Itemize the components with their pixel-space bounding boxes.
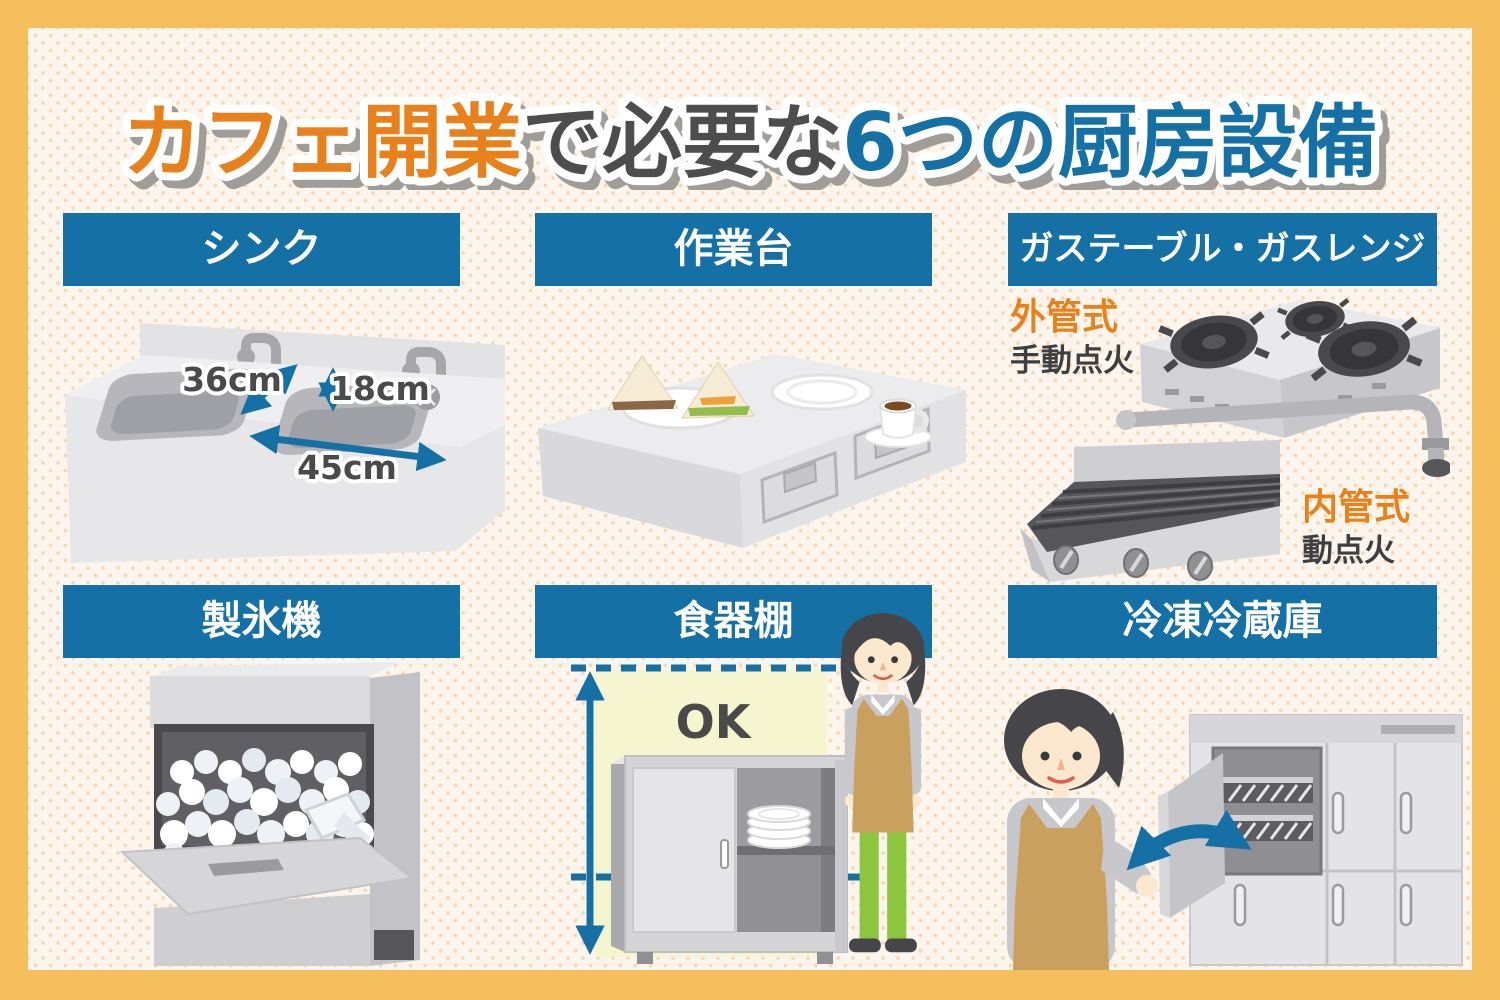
- title-shadow-part2: で必要な: [529, 104, 849, 190]
- section-worktable: 作業台: [530, 210, 970, 580]
- ok-label: OK: [676, 695, 753, 749]
- griddle-knobs: [1053, 545, 1213, 581]
- section-header-sink: シンク: [63, 213, 460, 286]
- title-part1: カフェ開業: [122, 96, 522, 189]
- fridge-open-compartment: [1211, 746, 1323, 876]
- dimension-label-length: 45cm: [297, 448, 397, 487]
- section-sink: シンク: [55, 210, 510, 580]
- cabinet: [611, 755, 848, 964]
- fridge-illustration: [1004, 689, 1463, 970]
- section-header-ice-maker: 製氷機: [63, 585, 460, 658]
- gas-type-outer-label: 外管式: [1010, 297, 1119, 338]
- coffee-cup: [864, 398, 932, 448]
- sink-illustration: 36cm 18cm 45cm: [65, 323, 505, 563]
- gas-pipe: [1116, 394, 1450, 477]
- dimension-label-depth: 18cm: [330, 369, 430, 408]
- gas-ignition-inner-label: 動点火: [1302, 533, 1395, 569]
- burner-left: [1158, 311, 1270, 373]
- fridge-door-handles: [1233, 791, 1413, 927]
- gas-type-inner-label: 内管式: [1302, 487, 1411, 528]
- drain-icon: [414, 384, 440, 410]
- sink-bowl-left: [96, 368, 257, 441]
- gas-table-illustration: [1116, 298, 1450, 477]
- gas-griddle-illustration: [1020, 440, 1281, 582]
- section-header-gas-range: ガステーブル・ガスレンジ: [1008, 213, 1437, 286]
- page-title: カフェ開業で必要な6つの厨房設備 カフェ開業で必要な6つの厨房設備: [114, 88, 1393, 190]
- fridge-body: [1158, 714, 1463, 966]
- plates-stack: [747, 805, 811, 849]
- section-gas-range: ガステーブル・ガスレンジ 外管式 手動点火: [1002, 210, 1472, 585]
- section-dish-cabinet: 食器棚 OK: [530, 582, 970, 972]
- drawer-left: [760, 450, 839, 525]
- sandwich-plate: [607, 355, 755, 430]
- ice-maker-illustration: [119, 662, 420, 966]
- empty-plate: [770, 373, 874, 411]
- staff-woman-upper-figure: [1004, 689, 1158, 970]
- gas-ignition-outer-label: 手動点火: [1010, 343, 1134, 379]
- section-header-worktable: 作業台: [535, 213, 932, 286]
- burner-back: [1277, 298, 1353, 340]
- cabinet-door-handle: [720, 839, 729, 869]
- section-fridge: 冷凍冷蔵庫: [985, 582, 1472, 972]
- title-part3: 6つの厨房設備: [842, 96, 1378, 189]
- svg-text:カフェ開業で必要な6つの厨房設備: カフェ開業で必要な6つの厨房設備: [129, 104, 1385, 190]
- staff-woman-standing-figure: [840, 613, 926, 953]
- worktable-illustration: [538, 354, 966, 548]
- section-header-fridge: 冷凍冷蔵庫: [1008, 585, 1437, 658]
- dimension-label-width: 36cm: [182, 360, 282, 399]
- title-part2: で必要な: [522, 96, 842, 189]
- title-shadow-part1: カフェ開業: [129, 104, 529, 190]
- dimension-arrow-45cm: [249, 424, 447, 472]
- open-close-arrow: [1126, 809, 1252, 871]
- dish-cabinet-illustration: OK: [571, 613, 926, 964]
- faucet-left: [237, 333, 281, 392]
- title-shadow-part3: 6つの厨房設備: [849, 104, 1385, 190]
- section-ice-maker: 製氷機: [55, 582, 510, 972]
- svg-text:カフェ開業で必要な6つの厨房設備: カフェ開業で必要な6つの厨房設備: [122, 96, 1378, 189]
- ice-maker-door: [119, 836, 415, 916]
- burner-right: [1305, 316, 1423, 382]
- dimension-arrow-36cm: [240, 364, 298, 415]
